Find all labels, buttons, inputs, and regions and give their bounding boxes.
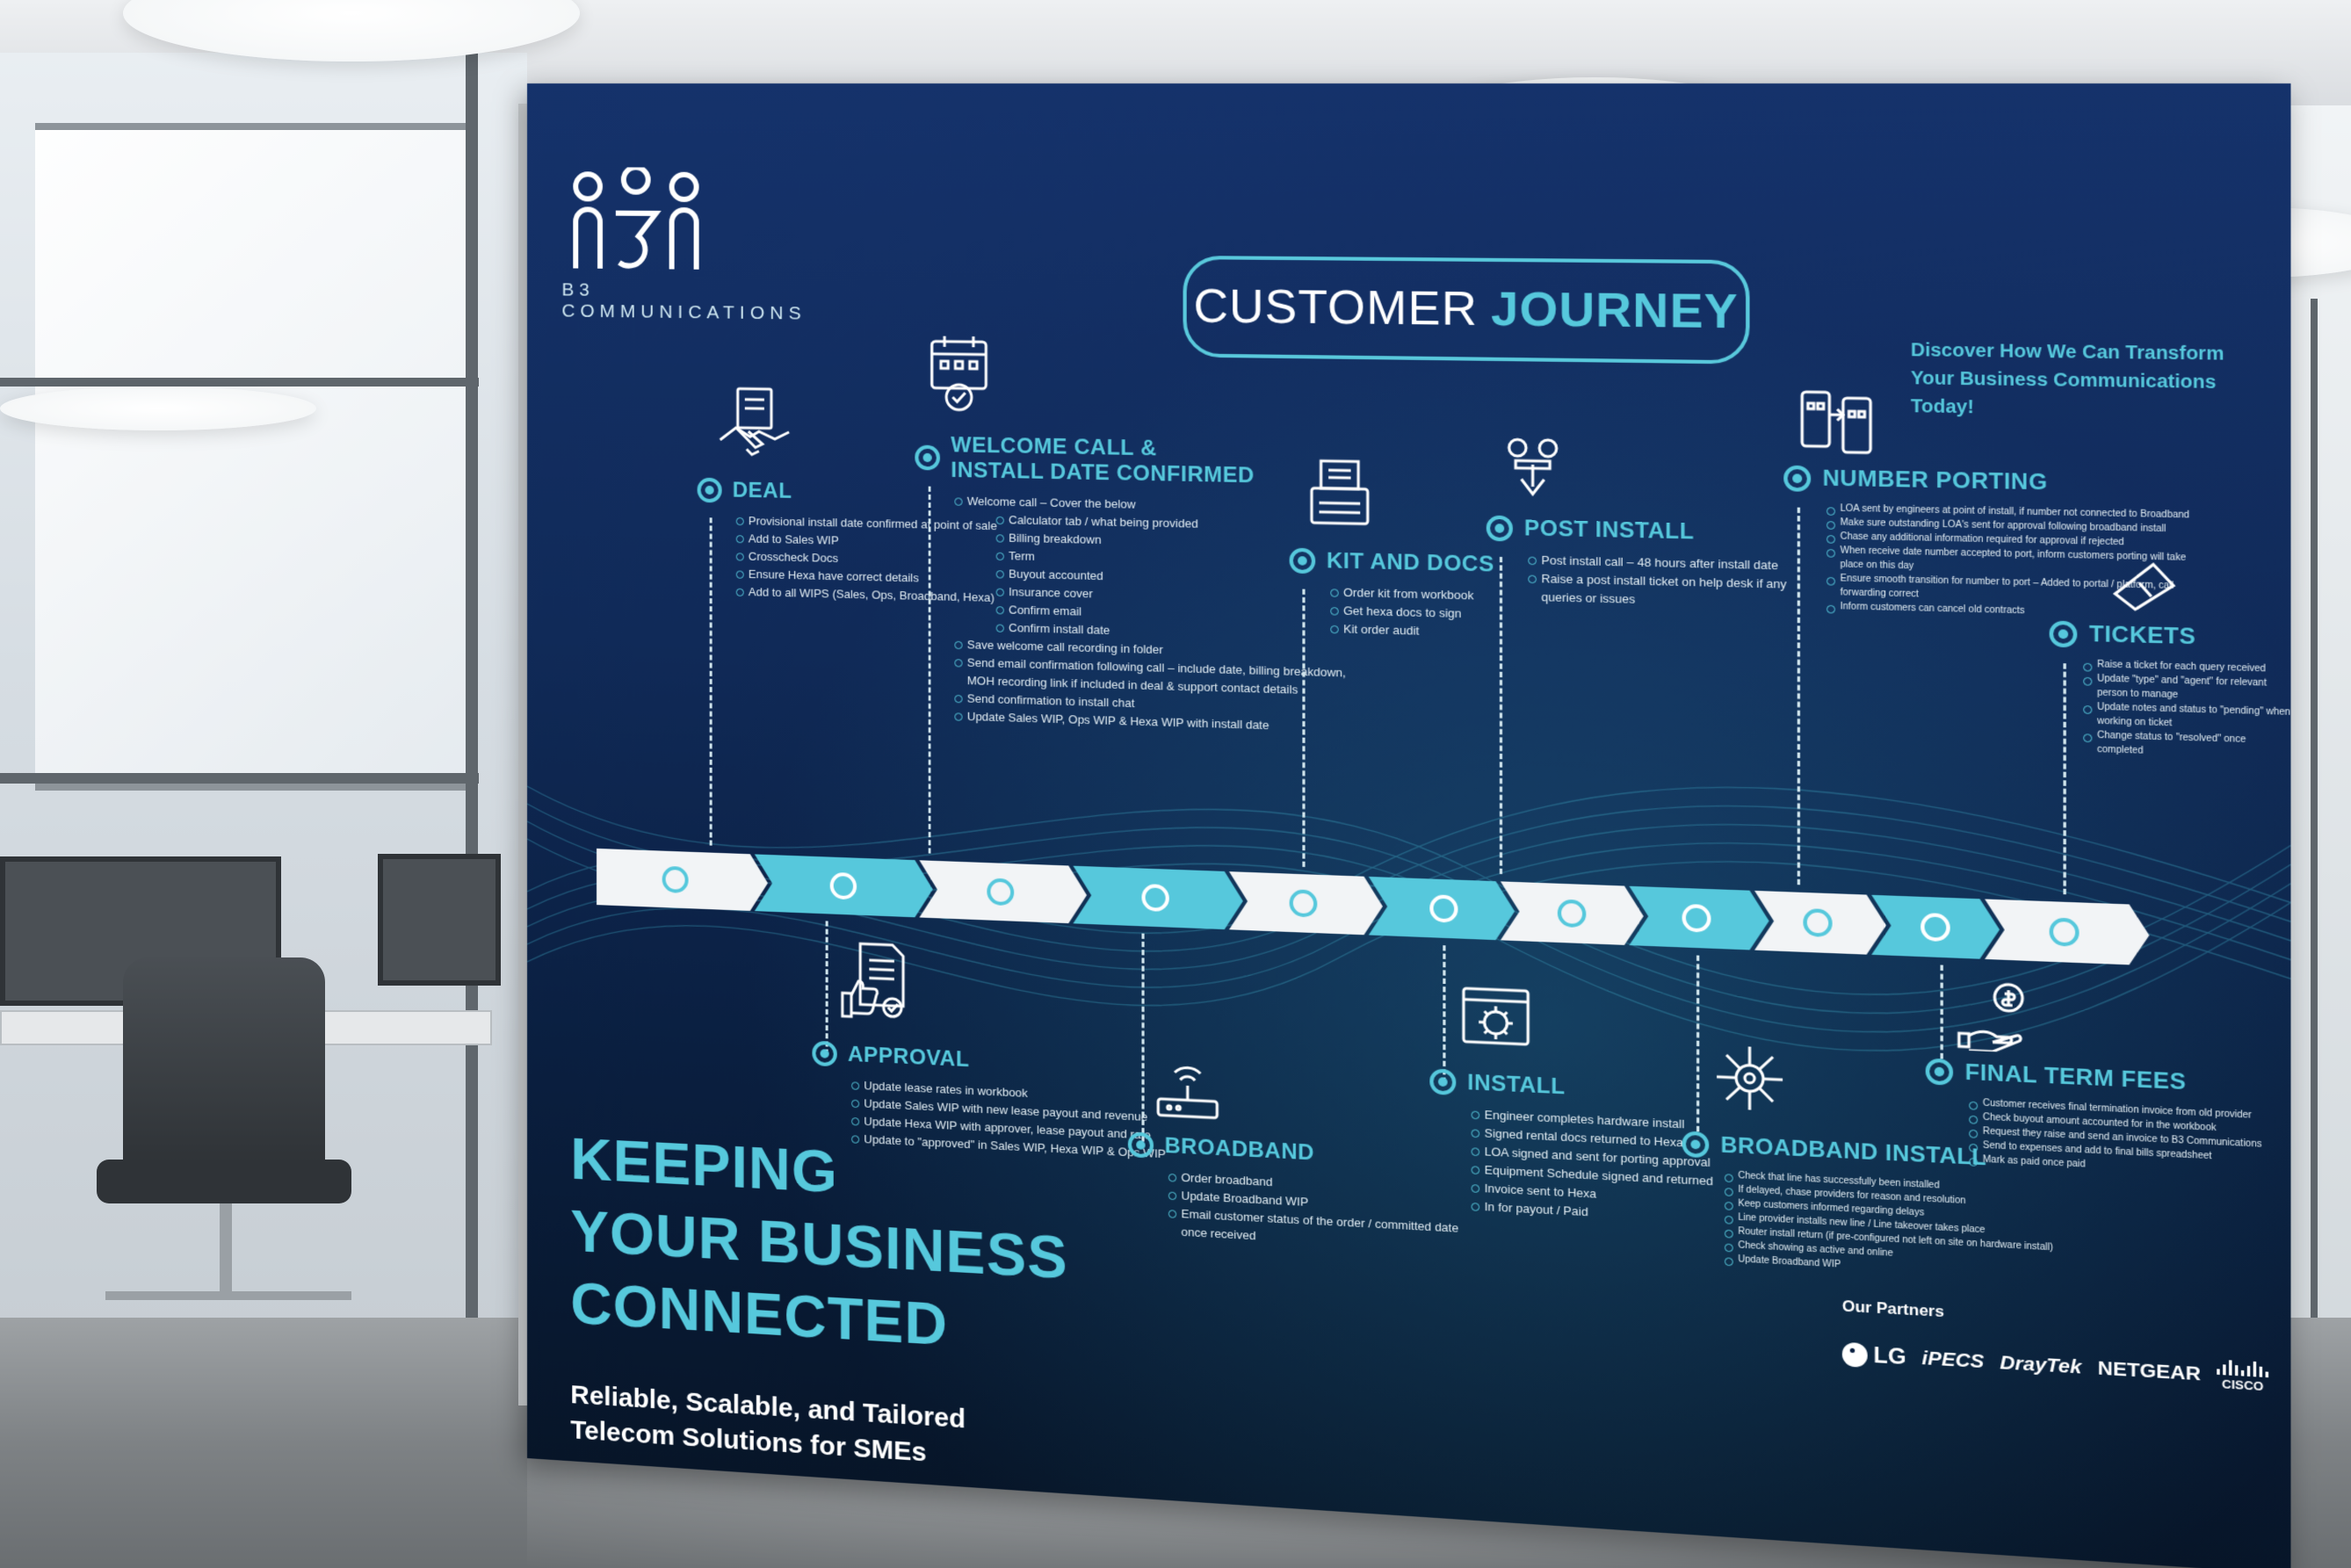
partner-lg: LG <box>1841 1340 1906 1370</box>
timeline-segment <box>597 848 768 912</box>
gear-window-icon <box>1458 983 1533 1059</box>
headline: KEEPING YOUR BUSINESS CONNECTED <box>570 1122 1067 1368</box>
network-node-icon <box>1711 1039 1788 1117</box>
calendar-check-icon <box>929 332 992 414</box>
deal-title: DEAL <box>732 478 792 503</box>
company-logo: B3 COMMUNICATIONS <box>561 167 807 324</box>
cisco-bars-icon <box>2217 1360 2269 1378</box>
printer-docs-icon <box>1308 457 1373 531</box>
welcome-connector <box>928 486 931 854</box>
desk-monitor <box>378 854 501 986</box>
window-frame <box>0 378 479 387</box>
discover-callout: Discover How We Can Transform Your Busin… <box>1911 336 2250 426</box>
stage-final-term-fees: FINAL TERM FEES Customer receives final … <box>1925 1058 2286 1181</box>
window-frame <box>0 773 479 784</box>
install-dot-icon <box>1429 1068 1457 1095</box>
stage-post-install: POST INSTALL Post install call – 48 hour… <box>1486 515 1804 613</box>
final-term-fees-dot-icon <box>1925 1058 1954 1086</box>
partners-block: Our Partners LG iPECS DrayTek NETGEAR CI… <box>1841 1297 2269 1393</box>
ceiling-lamp <box>0 387 316 430</box>
timeline-segment <box>1229 871 1383 936</box>
lg-logo-icon <box>1841 1341 1868 1368</box>
discover-line-2: Your Business Communications Today! <box>1910 368 2217 418</box>
install-connector <box>1443 945 1446 1083</box>
approval-dot-icon <box>812 1040 837 1067</box>
title-thin: CUSTOMER <box>1193 279 1479 336</box>
gears-arrow-icon <box>1501 433 1567 508</box>
approval-title: APPROVAL <box>847 1042 970 1073</box>
office-chair-leg <box>220 1203 232 1300</box>
welcome-dot-icon <box>915 444 940 471</box>
phones-icon <box>1798 387 1877 462</box>
broadband-install-list: Check that line has successfully been in… <box>1682 1166 2074 1284</box>
partner-draytek: DrayTek <box>2000 1351 2082 1378</box>
ticket-icon <box>2109 556 2180 614</box>
post-install-list: Post install call – 48 hours after insta… <box>1487 550 1804 612</box>
list-item: Raise a post install ticket on help desk… <box>1528 569 1803 612</box>
post-install-dot-icon <box>1486 515 1513 542</box>
window-frame <box>466 53 478 1423</box>
kit-dot-icon <box>1289 547 1316 574</box>
office-chair <box>123 957 325 1177</box>
handshake-icon <box>715 385 795 466</box>
company-name: B3 COMMUNICATIONS <box>561 279 807 324</box>
partners-title: Our Partners <box>1841 1297 1944 1321</box>
broadband-install-connector <box>1696 955 1700 1132</box>
post-install-title: POST INSTALL <box>1523 516 1695 545</box>
timeline-segment <box>1754 890 1886 956</box>
tickets-dot-icon <box>2049 620 2078 648</box>
timeline-segment <box>1368 876 1515 941</box>
stage-broadband: BROADBAND Order broadband Update Broadba… <box>1127 1131 1463 1256</box>
kit-title: KIT AND DOCS <box>1326 548 1494 577</box>
office-chair-base <box>105 1291 351 1300</box>
b3-people-logo-icon <box>561 167 710 274</box>
tickets-connector <box>2063 663 2066 895</box>
tickets-list: Raise a ticket for each query received U… <box>2050 656 2291 762</box>
timeline-arrows <box>597 848 2150 966</box>
discover-line-1: Discover How We Can Transform <box>1910 340 2224 365</box>
timeline-segment <box>1629 885 1769 951</box>
money-hand-icon <box>1955 975 2034 1053</box>
journey-timeline <box>597 842 2150 973</box>
number-porting-title: NUMBER PORTING <box>1822 466 2048 495</box>
approval-connector <box>825 921 828 1055</box>
number-porting-dot-icon <box>1783 465 1812 492</box>
router-icon <box>1151 1051 1225 1127</box>
broadband-dot-icon <box>1127 1131 1154 1159</box>
partner-cisco: CISCO <box>2217 1360 2269 1394</box>
post-install-connector <box>1499 556 1503 875</box>
timeline-segment <box>1871 894 2000 960</box>
deal-connector <box>709 517 713 846</box>
timeline-segment <box>1985 899 2150 966</box>
broadband-connector <box>1141 933 1145 1142</box>
office-chair-seat <box>97 1160 351 1203</box>
timeline-segment <box>919 860 1088 924</box>
broadband-list: Order broadband Update Broadband WIP Ema… <box>1128 1166 1463 1256</box>
thumbs-up-doc-icon <box>839 939 910 1022</box>
kit-connector <box>1302 589 1306 867</box>
timeline-segment <box>1500 881 1644 946</box>
final-term-fees-connector <box>1940 965 1943 1059</box>
deal-dot-icon <box>697 477 722 503</box>
stage-tickets: TICKETS Raise a ticket for each query re… <box>2049 620 2291 762</box>
install-title: INSTALL <box>1467 1070 1566 1100</box>
broadband-install-dot-icon <box>1682 1131 1710 1159</box>
customer-journey-wall-panel: B3 COMMUNICATIONS CUSTOMER JOURNEY Disco… <box>527 83 2291 1568</box>
timeline-segment <box>1073 865 1243 930</box>
title-bold: JOURNEY <box>1491 282 1739 339</box>
timeline-segment <box>754 854 933 919</box>
tagline: Reliable, Scalable, and Tailored Telecom… <box>570 1377 966 1473</box>
welcome-title: WELCOME CALL & INSTALL DATE CONFIRMED <box>951 432 1255 488</box>
partner-netgear: NETGEAR <box>2097 1356 2202 1385</box>
number-porting-connector <box>1797 507 1801 885</box>
partner-ipecs: iPECS <box>1921 1347 1985 1372</box>
tickets-title: TICKETS <box>2088 621 2196 650</box>
page-title: CUSTOMER JOURNEY <box>1183 255 1750 365</box>
partner-logos: LG iPECS DrayTek NETGEAR CISCO <box>1841 1338 2269 1393</box>
window <box>35 123 474 791</box>
window-frame <box>2311 299 2318 1405</box>
